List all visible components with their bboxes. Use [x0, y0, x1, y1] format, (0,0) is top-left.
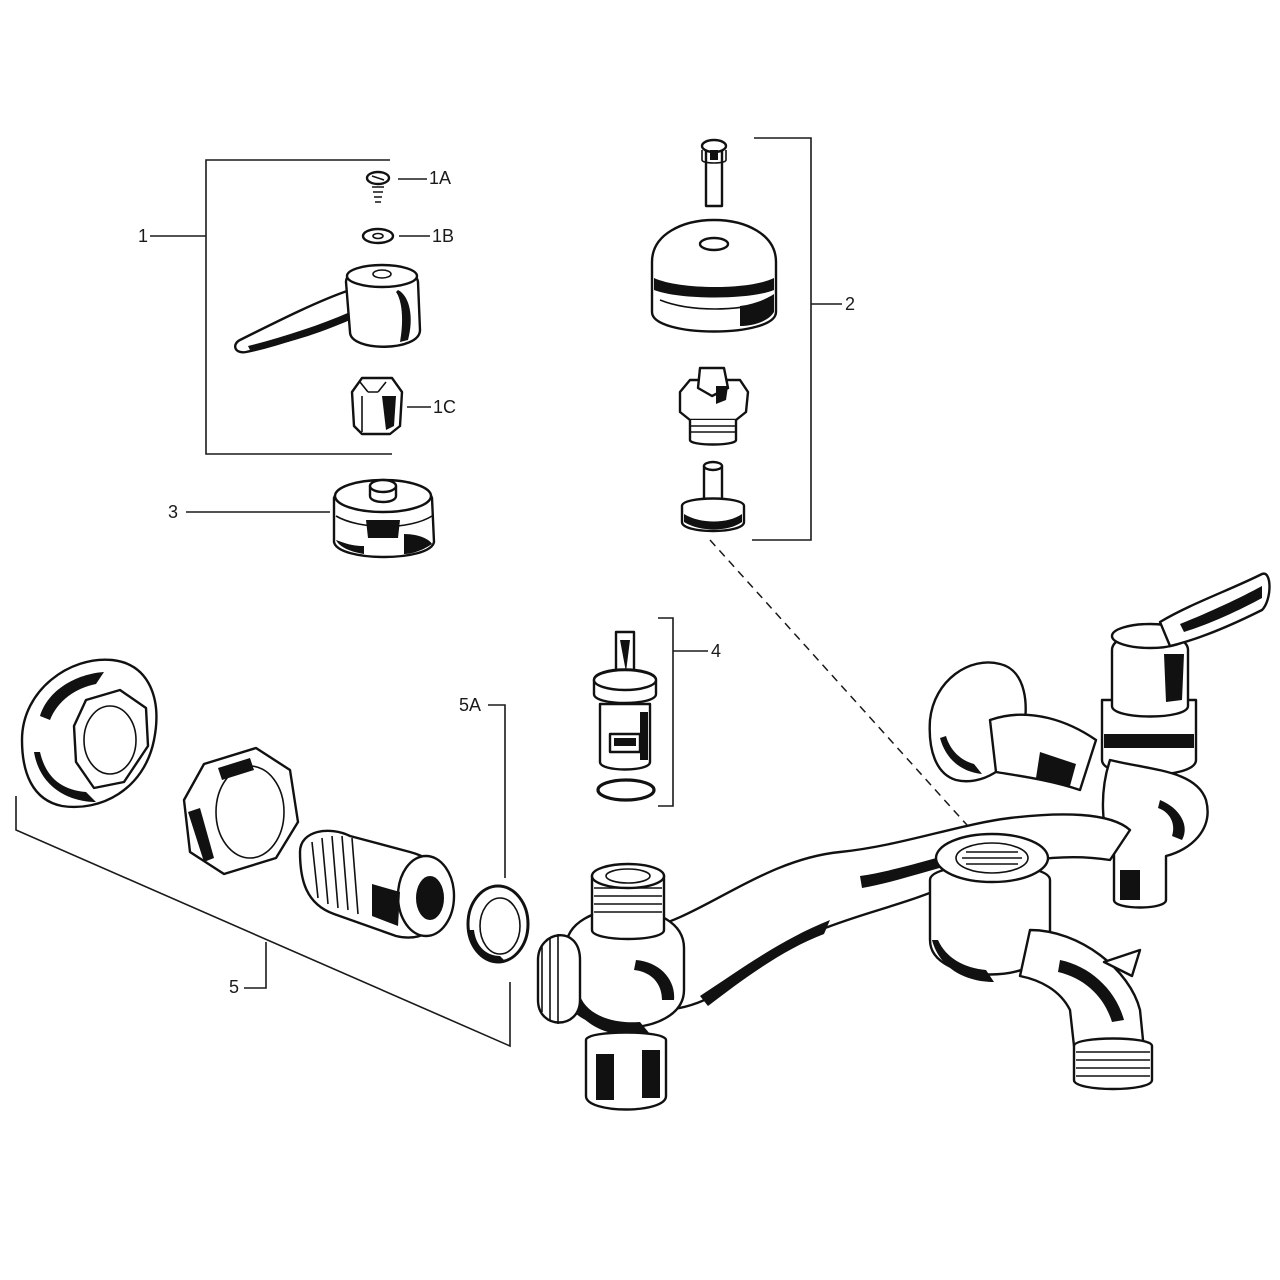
callout-1b: 1B	[432, 226, 454, 246]
lever-handle-1	[234, 263, 422, 354]
callout-3: 3	[168, 502, 178, 522]
stem-body-2	[678, 366, 750, 446]
flange-5	[20, 658, 158, 809]
assembly-dashed-line	[709, 539, 986, 846]
bracket-group-1	[150, 159, 392, 455]
bracket-group-2	[752, 137, 842, 541]
callout-5: 5	[229, 977, 239, 997]
callout-1c: 1C	[433, 397, 456, 417]
cartridge-4	[592, 630, 658, 802]
callout-5a: 5A	[459, 695, 481, 715]
cap-2	[650, 218, 778, 333]
coupling-nut-5	[182, 746, 300, 876]
stem-screw-2	[700, 138, 728, 208]
hex-nut-1c	[350, 376, 404, 436]
screw-1a	[365, 170, 391, 203]
bracket-group-4	[658, 617, 708, 807]
adapter-5	[298, 829, 456, 939]
bonnet-nut-3	[332, 478, 436, 559]
callout-1a: 1A	[429, 168, 451, 188]
callout-4: 4	[711, 641, 721, 661]
gasket-5a	[466, 884, 530, 964]
seat-washer-2	[680, 460, 746, 533]
callout-1: 1	[138, 226, 148, 246]
faucet-body	[536, 572, 1271, 1111]
callout-2: 2	[845, 294, 855, 314]
leader-lines	[186, 178, 506, 878]
washer-1b	[361, 227, 395, 245]
bracket-group-5	[15, 796, 511, 1048]
